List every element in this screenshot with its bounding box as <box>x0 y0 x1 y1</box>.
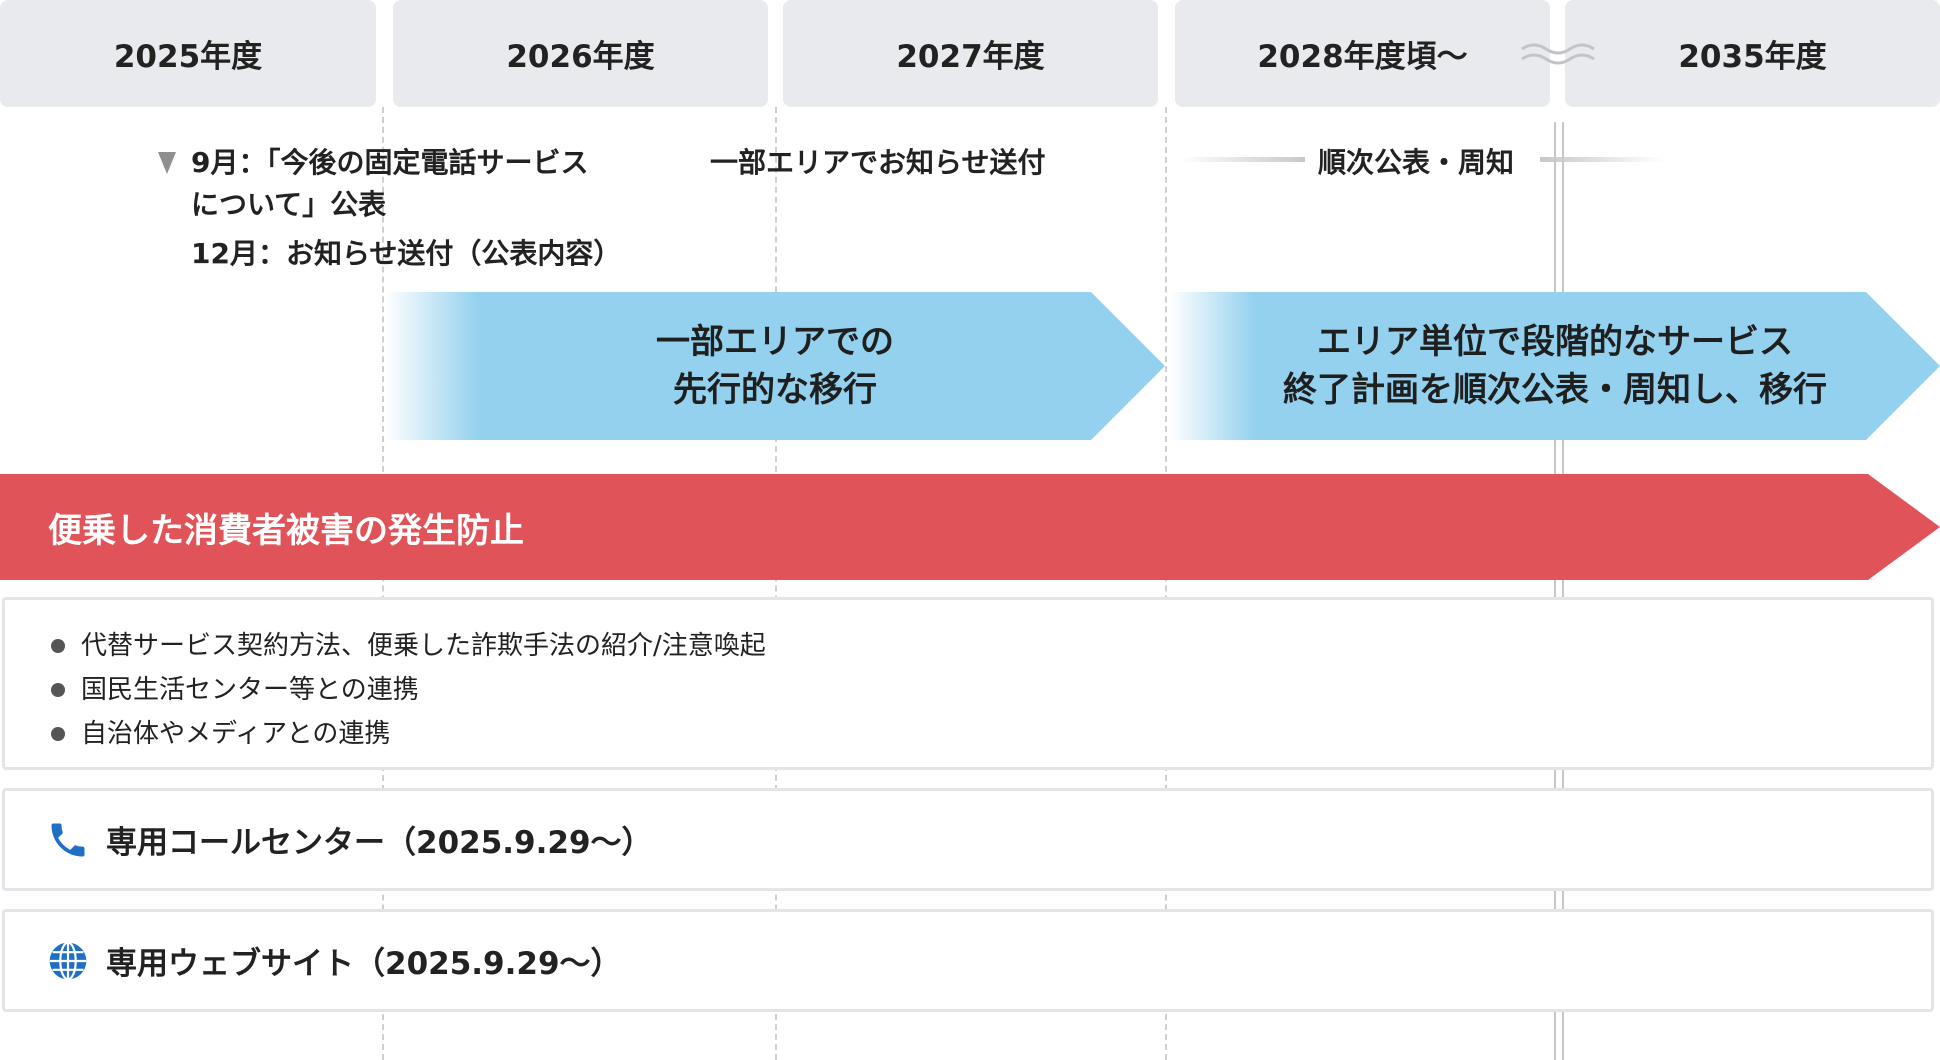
timeline-gap-wave-icon <box>1521 43 1595 65</box>
list-item-text: 代替サービス契約方法、便乗した詐欺手法の紹介/注意喚起 <box>81 631 766 661</box>
timeline-break-line <box>1554 122 1564 1060</box>
call-center-label: 専用コールセンター（2025.9.29〜） <box>106 825 653 861</box>
event-marker-icon <box>158 152 176 174</box>
event-sep-announcement: 9月：「今後の固定電話サービス <box>191 146 589 179</box>
bullet-icon <box>51 727 65 741</box>
year-header-2035: 2035年度 <box>1565 0 1940 107</box>
event-sep-announcement-cont: について」公表 <box>191 188 387 221</box>
globe-icon <box>49 941 87 980</box>
prevention-measures-box: 代替サービス契約方法、便乗した詐欺手法の紹介/注意喚起 国民生活センター等との連… <box>2 597 1934 770</box>
year-divider <box>382 107 384 1060</box>
event-partial-notice: 一部エリアでお知らせ送付 <box>710 146 1046 179</box>
prevention-band: 便乗した消費者被害の発生防止 <box>0 474 1940 580</box>
phase-label-line2: 終了計画を順次公表・周知し、移行 <box>1283 370 1827 410</box>
list-item-text: 自治体やメディアとの連携 <box>81 719 391 749</box>
phone-icon <box>51 823 85 856</box>
website-label: 専用ウェブサイト（2025.9.29〜） <box>106 946 622 982</box>
year-header-2028: 2028年度頃〜 <box>1175 0 1550 107</box>
event-line-left <box>1180 157 1305 162</box>
list-item: 自治体やメディアとの連携 <box>51 712 1931 756</box>
year-header-2025: 2025年度 <box>0 0 376 107</box>
call-center-box: 専用コールセンター（2025.9.29〜） <box>2 788 1934 891</box>
phase-label-line1: エリア単位で段階的なサービス <box>1317 322 1793 362</box>
phase-label-line2: 先行的な移行 <box>673 370 877 410</box>
bullet-icon <box>51 639 65 653</box>
year-header-2027: 2027年度 <box>783 0 1158 107</box>
prevention-list: 代替サービス契約方法、便乗した詐欺手法の紹介/注意喚起 国民生活センター等との連… <box>51 624 1931 756</box>
event-line-right <box>1540 157 1665 162</box>
event-sequential-announcement: 順次公表・周知 <box>1318 146 1515 179</box>
year-divider <box>775 107 777 1060</box>
website-box: 専用ウェブサイト（2025.9.29〜） <box>2 909 1934 1012</box>
bullet-icon <box>51 683 65 697</box>
year-divider <box>1165 107 1167 1060</box>
phase-label-line1: 一部エリアでの <box>656 322 894 362</box>
list-item: 代替サービス契約方法、便乗した詐欺手法の紹介/注意喚起 <box>51 624 1931 668</box>
phase-arrow-partial-migration: 一部エリアでの 先行的な移行 <box>385 292 1165 440</box>
prevention-title: 便乗した消費者被害の発生防止 <box>48 510 524 551</box>
year-header-2026: 2026年度 <box>393 0 768 107</box>
list-item: 国民生活センター等との連携 <box>51 668 1931 712</box>
list-item-text: 国民生活センター等との連携 <box>81 675 419 705</box>
event-dec-notice: 12月：お知らせ送付（公表内容） <box>191 237 622 270</box>
phase-arrow-area-migration: エリア単位で段階的なサービス 終了計画を順次公表・周知し、移行 <box>1170 292 1940 440</box>
